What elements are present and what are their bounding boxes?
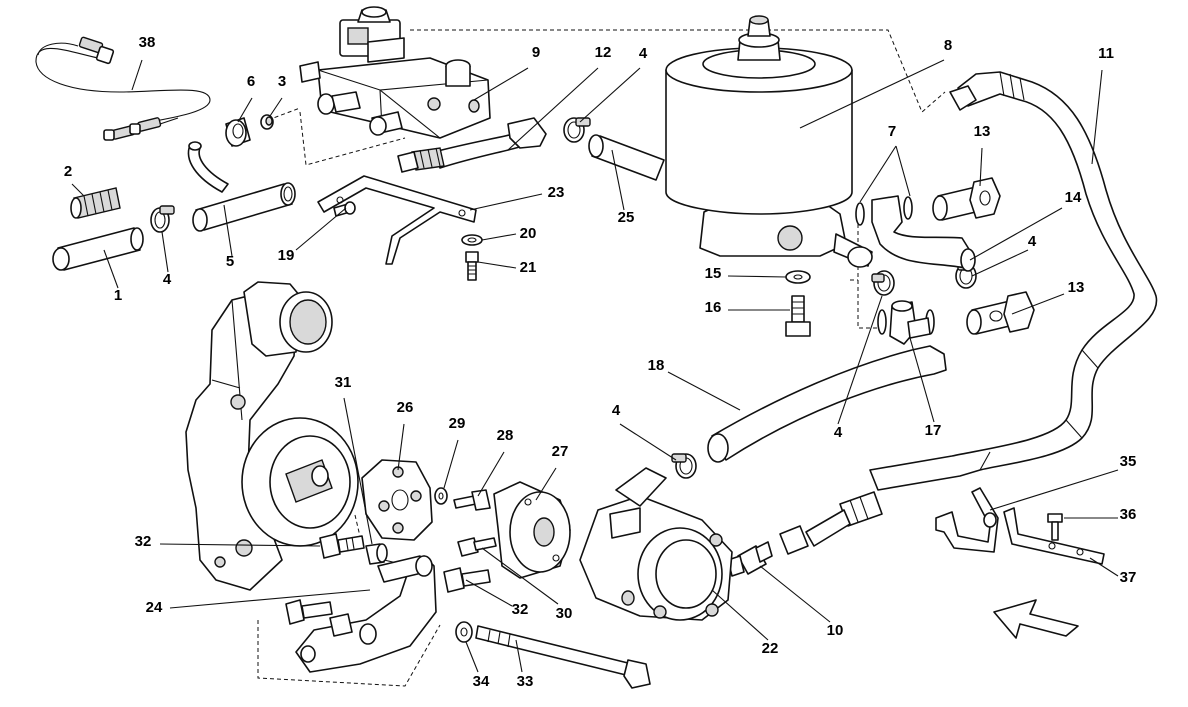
part-17-elbow-fitting xyxy=(889,300,931,345)
callout-c12: 12 xyxy=(595,44,612,61)
callout-c13a: 13 xyxy=(974,123,991,140)
part-22-steering-pump xyxy=(579,467,733,621)
callout-c29: 29 xyxy=(449,415,466,432)
part-32-bolt-left xyxy=(319,533,365,559)
callout-c28: 28 xyxy=(497,427,514,444)
callout-c35: 35 xyxy=(1120,453,1137,470)
callout-c15: 15 xyxy=(705,265,722,282)
callout-c4e: 4 xyxy=(612,402,621,419)
part-36-screw xyxy=(1047,513,1063,541)
part-9-valve-block xyxy=(299,6,491,139)
part-34-washer xyxy=(455,621,473,643)
part-31-spacer xyxy=(365,543,388,565)
callout-c2: 2 xyxy=(64,163,72,180)
callout-c4b: 4 xyxy=(639,45,648,62)
callout-c1: 1 xyxy=(114,287,122,304)
callout-c13b: 13 xyxy=(1068,279,1085,296)
part-30-bolt xyxy=(457,537,497,557)
part-8-oil-reservoir xyxy=(665,15,873,268)
callout-c25: 25 xyxy=(618,209,635,226)
part-4-hose-clamp-left xyxy=(150,205,175,233)
callout-c7: 7 xyxy=(888,123,896,140)
part-6-cap xyxy=(225,117,251,147)
callout-c31: 31 xyxy=(335,374,352,391)
callout-labels: 1234444456789101112131314151617181920212… xyxy=(64,34,1137,690)
part-19-screw xyxy=(333,201,356,217)
callout-c11: 11 xyxy=(1098,45,1114,62)
leader-lines xyxy=(71,59,1119,673)
callout-c4d: 4 xyxy=(834,424,843,441)
bolt-with-spacer xyxy=(285,599,353,637)
callout-c23: 23 xyxy=(548,184,565,201)
part-5-bent-pipe-hose xyxy=(187,141,296,232)
callout-c19: 19 xyxy=(278,247,295,264)
callout-c4c: 4 xyxy=(1028,233,1037,250)
part-13-banjo-fitting-lower xyxy=(966,291,1035,335)
callout-c10: 10 xyxy=(827,622,844,639)
assembly-dashed-lines xyxy=(257,29,946,687)
direction-arrow xyxy=(993,599,1079,639)
callout-c6: 6 xyxy=(247,73,255,90)
part-18-suction-hose xyxy=(707,345,947,463)
callout-c5: 5 xyxy=(226,253,234,270)
part-37-mounting-bracket xyxy=(1003,507,1105,565)
part-21-bolt xyxy=(465,251,479,281)
part-13-banjo-fitting-upper xyxy=(932,177,1001,221)
part-28-bolt xyxy=(453,489,491,511)
callout-c34: 34 xyxy=(473,673,490,690)
part-4-hose-clamp-center xyxy=(871,270,895,296)
part-4-hose-clamp-top xyxy=(563,117,591,143)
part-38-sensor-cable xyxy=(35,36,211,141)
callout-c8: 8 xyxy=(944,37,952,54)
engine-bracket-housing xyxy=(185,281,359,591)
part-26-flex-coupling xyxy=(361,459,433,541)
callout-c22: 22 xyxy=(762,640,779,657)
callout-c27: 27 xyxy=(552,443,569,460)
part-35-pipe-clip xyxy=(935,487,999,553)
callout-c3: 3 xyxy=(278,73,286,90)
part-11-return-pipe xyxy=(779,71,1158,555)
part-25-hose xyxy=(588,134,665,181)
part-24-lower-bracket xyxy=(295,555,437,673)
callout-c17: 17 xyxy=(925,422,942,439)
part-12-pressure-hose xyxy=(397,117,547,173)
callout-c37: 37 xyxy=(1120,569,1137,586)
part-33-long-bolt xyxy=(475,625,651,689)
part-4-hose-clamp-lower xyxy=(671,453,697,479)
callout-c20: 20 xyxy=(520,225,537,242)
callout-c24: 24 xyxy=(146,599,163,616)
part-1-hose xyxy=(52,227,144,271)
callout-c18: 18 xyxy=(648,357,665,374)
part-2-spring-sleeve xyxy=(70,187,121,219)
callout-c32a: 32 xyxy=(135,533,152,550)
callout-c16: 16 xyxy=(705,299,722,316)
part-29-washer xyxy=(434,487,448,505)
part-7-o-rings xyxy=(855,196,935,335)
callout-c14: 14 xyxy=(1065,189,1082,206)
callout-c4a: 4 xyxy=(163,271,172,288)
callout-c9: 9 xyxy=(532,44,540,61)
part-3-small-cap xyxy=(260,114,274,130)
part-20-washer xyxy=(461,234,483,246)
part-16-bolt xyxy=(785,295,811,337)
callout-c33: 33 xyxy=(517,673,534,690)
callout-c21: 21 xyxy=(520,259,537,276)
callout-c30: 30 xyxy=(556,605,573,622)
part-15-washer xyxy=(785,270,811,284)
callout-c26: 26 xyxy=(397,399,414,416)
callout-c38: 38 xyxy=(139,34,156,51)
part-23-bracket xyxy=(317,175,477,265)
part-27-drive-flange xyxy=(493,481,571,579)
callout-c36: 36 xyxy=(1120,506,1137,523)
callout-c32b: 32 xyxy=(512,601,529,618)
part-14-elbow-hose xyxy=(871,195,976,272)
